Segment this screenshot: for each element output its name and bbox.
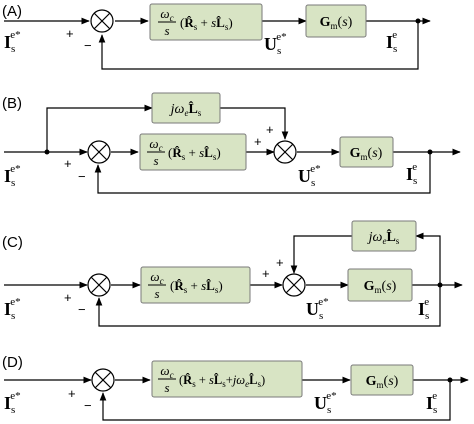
plant-block: Gm(s) xyxy=(347,268,413,302)
svg-text:jωeL̂s: jωeL̂s xyxy=(169,100,202,118)
panel-label: (B) xyxy=(2,95,22,112)
feedforward-line xyxy=(46,104,153,152)
summing-junction-1 xyxy=(87,140,111,164)
controller-block: ωc s (R̂s + sL̂s) xyxy=(139,133,247,171)
panel-label: (C) xyxy=(2,234,23,251)
pickoff-dot-input xyxy=(44,149,50,155)
summing-junction xyxy=(91,368,115,392)
svg-text:Gm(s): Gm(s) xyxy=(320,15,353,31)
svg-text:Gm(s): Gm(s) xyxy=(350,146,383,162)
svg-text:s: s xyxy=(154,286,159,301)
summing-junction-1 xyxy=(87,273,111,297)
summing-junction-2 xyxy=(282,273,306,297)
pickoff-dot xyxy=(415,18,421,24)
decoupling-block: jωeL̂s xyxy=(351,220,417,252)
input-label: Ise* xyxy=(4,29,21,55)
feedback-line xyxy=(99,380,451,421)
output-label: Ise xyxy=(418,296,429,322)
input-label: Ise* xyxy=(4,163,21,189)
plus-sign-3: + xyxy=(266,122,274,137)
svg-text:(R̂s + sL̂s+jωeL̂s): (R̂s + sL̂s+jωeL̂s) xyxy=(179,373,265,389)
svg-text:s: s xyxy=(153,153,158,168)
controller-block: ωc s (R̂s + sL̂s) xyxy=(149,3,263,41)
svg-text:Gm(s): Gm(s) xyxy=(364,279,397,295)
voltage-label: Use* xyxy=(306,296,329,322)
minus-sign: − xyxy=(84,398,92,413)
controller-block: ωc s (R̂s + sL̂s) xyxy=(140,266,251,304)
feedback-line xyxy=(98,21,419,70)
plus-sign: + xyxy=(68,386,76,401)
summing-junction xyxy=(90,9,114,33)
feedback-line xyxy=(95,285,441,327)
pickoff-dot xyxy=(437,282,443,288)
panel-label: (A) xyxy=(2,3,22,20)
feedback-line xyxy=(94,152,431,194)
svg-text:s: s xyxy=(164,23,169,38)
minus-sign: − xyxy=(78,302,86,317)
plant-block: Gm(s) xyxy=(350,364,414,396)
output-label: Ise xyxy=(426,390,437,416)
decoupling-out-line xyxy=(290,235,352,274)
panel-a: (A) ωc s (R̂s + sL̂s) Gm(s) Ise* + xyxy=(2,3,431,70)
output-label: Ise xyxy=(386,29,397,55)
decoupling-in-line xyxy=(415,232,441,285)
input-label: Ise* xyxy=(4,390,21,416)
pickoff-dot xyxy=(447,377,453,383)
svg-text:Gm(s): Gm(s) xyxy=(366,374,399,390)
plus-sign-3: + xyxy=(276,255,284,270)
minus-sign: − xyxy=(78,169,86,184)
plus-sign: + xyxy=(66,26,74,41)
plus-sign-2: + xyxy=(254,134,262,149)
summing-junction-2 xyxy=(273,140,297,164)
plant-block: Gm(s) xyxy=(339,136,394,168)
svg-text:(R̂s + sL̂s): (R̂s + sL̂s) xyxy=(170,278,223,295)
svg-text:jωeL̂s: jωeL̂s xyxy=(367,228,400,246)
controller-block: ωc s (R̂s + sL̂s+jωeL̂s) xyxy=(151,360,303,398)
plant-block: Gm(s) xyxy=(305,4,367,38)
plus-sign: + xyxy=(64,290,72,305)
panel-label: (D) xyxy=(2,354,23,371)
panel-b: (B) jωeL̂s ωc s (R̂s + s xyxy=(2,92,461,194)
svg-text:(R̂s + sL̂s): (R̂s + sL̂s) xyxy=(168,145,221,162)
panel-d: (D) ωc s (R̂s + sL̂s+jωeL̂s) Gm(s) Ise* … xyxy=(2,354,469,421)
decoupling-block: jωeL̂s xyxy=(151,92,221,124)
svg-text:s: s xyxy=(164,380,169,395)
output-label: Ise xyxy=(406,161,417,187)
voltage-label: Use* xyxy=(264,31,287,57)
panel-c: (C) jωeL̂s ωc s (R̂s + sL̂s) xyxy=(2,220,463,327)
pickoff-dot xyxy=(427,149,433,155)
input-label: Ise* xyxy=(4,296,21,322)
voltage-label: Use* xyxy=(298,163,321,189)
svg-text:(R̂s + sL̂s): (R̂s + sL̂s) xyxy=(180,15,233,32)
minus-sign: − xyxy=(84,38,92,53)
plus-sign-2: + xyxy=(262,266,270,281)
decoupling-line xyxy=(220,107,289,140)
voltage-label: Use* xyxy=(314,390,337,416)
plus-sign: + xyxy=(64,156,72,171)
